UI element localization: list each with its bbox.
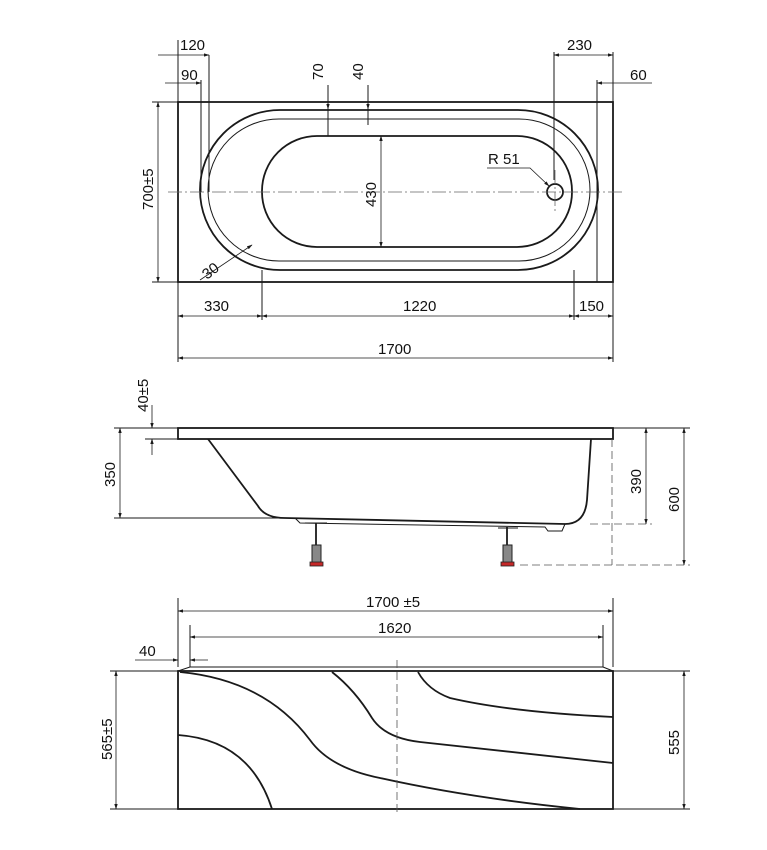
dim-1620-label: 1620 (378, 620, 411, 637)
dim-600-label: 600 (666, 487, 683, 512)
front-panel (177, 670, 614, 810)
leg-right (498, 527, 518, 567)
dim-555-label: 555 (666, 730, 683, 755)
dim-30-label: 30 (199, 259, 223, 283)
front-dim-40-label: 40 (139, 643, 156, 660)
front-dim-length-label: 1700 ±5 (366, 594, 420, 611)
inner-rim (199, 109, 599, 271)
dim-rim-label: 40±5 (135, 379, 152, 412)
tub-rim-side (177, 427, 614, 440)
basin-floor (261, 135, 573, 248)
dim-radius-label: R 51 (488, 151, 520, 168)
dim-230-label: 230 (567, 37, 592, 54)
dim-150-label: 150 (579, 298, 604, 315)
dim-60-label: 60 (630, 67, 647, 84)
leg-left (305, 522, 327, 567)
dim-430-label: 430 (363, 182, 380, 207)
tub-base-side (294, 517, 566, 532)
dim-330-label: 330 (204, 298, 229, 315)
dim-390-label: 390 (628, 469, 645, 494)
dim-350-label: 350 (102, 462, 119, 487)
tub-body-side (207, 438, 592, 525)
dim-70-label: 70 (310, 63, 327, 80)
inner-rim-2 (207, 118, 591, 262)
panel-curve-4 (417, 671, 614, 718)
dim-height-label: 565±5 (99, 718, 116, 760)
dim-40-label: 40 (350, 63, 367, 80)
side-view: 40±5 350 390 600 (102, 379, 690, 567)
dim-length-label: 1700 (378, 341, 411, 358)
panel-curve-2 (179, 671, 581, 810)
panel-curve-3 (331, 671, 614, 764)
dim-90-label: 90 (181, 67, 198, 84)
dim-120-label: 120 (180, 37, 205, 54)
top-view: 120 90 70 40 230 60 700±5 R 51 430 30 33… (140, 37, 652, 362)
front-view: 1700 ±5 1620 40 565±5 555 (99, 594, 690, 812)
panel-curve-1 (177, 734, 273, 810)
dim-1220-label: 1220 (403, 298, 436, 315)
dim-width-label: 700±5 (140, 168, 157, 210)
